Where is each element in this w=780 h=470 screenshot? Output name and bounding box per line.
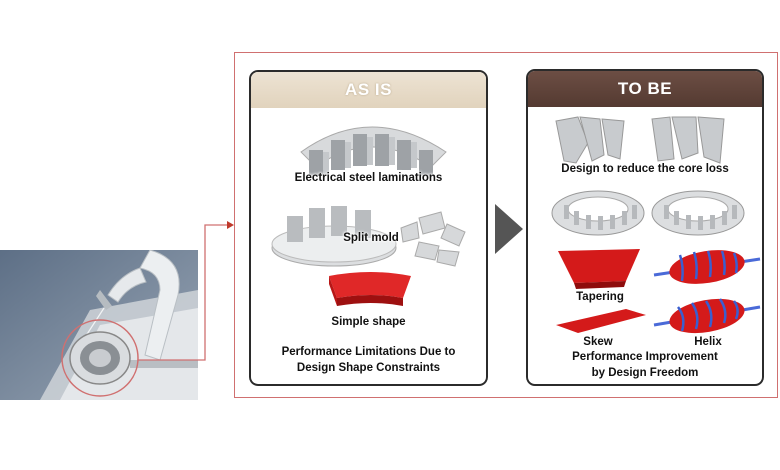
to-be-caption-line1: Performance Improvement bbox=[572, 351, 718, 363]
as-is-caption-line1: Performance Limitations Due to bbox=[281, 346, 456, 358]
to-be-panel: TO BE Design to reduce the core loss bbox=[526, 69, 764, 386]
helix-label: Helix bbox=[694, 336, 722, 348]
core-loss-label: Design to reduce the core loss bbox=[561, 163, 729, 175]
to-be-caption-line2: by Design Freedom bbox=[591, 367, 699, 379]
tapering-label: Tapering bbox=[576, 291, 624, 303]
as-is-caption-line2: Design Shape Constraints bbox=[296, 362, 441, 374]
optimized-lamination-image bbox=[555, 116, 725, 164]
as-is-caption: Performance Limitations Due to Design Sh… bbox=[251, 344, 486, 376]
split-mold-label: Split mold bbox=[343, 232, 399, 244]
to-be-title: TO BE bbox=[528, 71, 762, 107]
simple-shape-image bbox=[329, 272, 411, 306]
lamination-stack-image bbox=[300, 126, 447, 176]
tapering-shape-image bbox=[558, 249, 640, 289]
skew-label: Skew bbox=[583, 336, 613, 348]
robot-printing-image bbox=[0, 250, 198, 400]
as-is-title: AS IS bbox=[251, 72, 486, 108]
comparison-frame bbox=[234, 52, 778, 398]
chevron-right-icon bbox=[495, 204, 523, 254]
skew-shape-image bbox=[556, 309, 646, 333]
to-be-caption: Performance Improvement by Design Freedo… bbox=[528, 349, 762, 381]
as-is-panel: AS IS Electrical steel laminations bbox=[249, 70, 488, 386]
optimized-stator-rings-image bbox=[551, 190, 745, 236]
laminations-label: Electrical steel laminations bbox=[294, 172, 443, 184]
split-mold-image bbox=[271, 206, 466, 267]
helix-shapes-image bbox=[653, 250, 761, 334]
simple-shape-label: Simple shape bbox=[331, 316, 406, 328]
